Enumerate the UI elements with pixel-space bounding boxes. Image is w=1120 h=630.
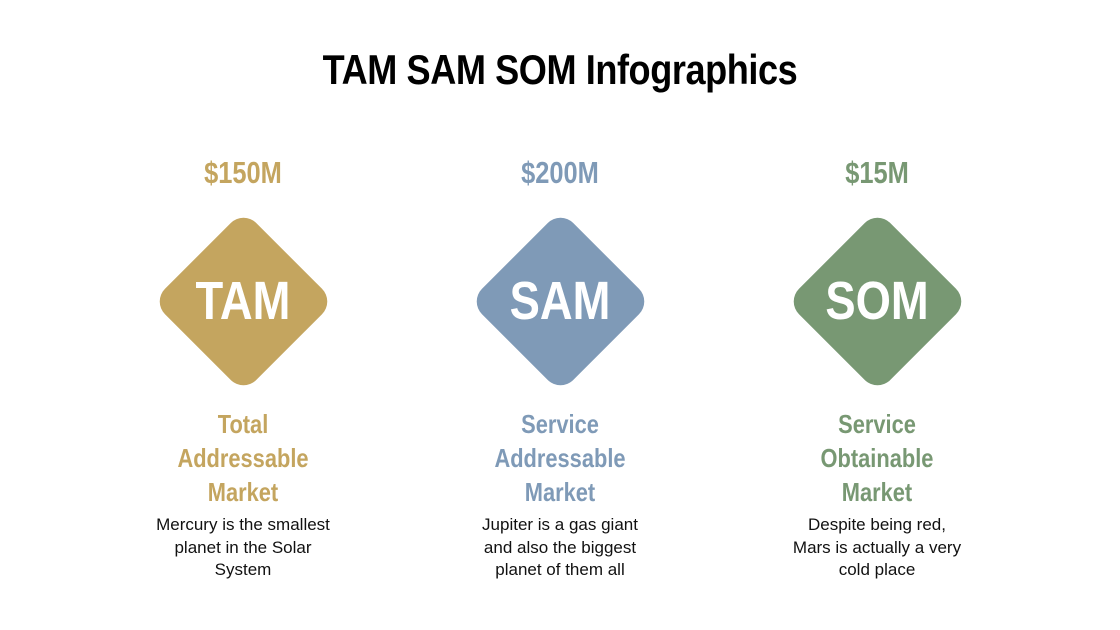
som-diamond: SOM <box>785 209 969 393</box>
sam-description: Jupiter is a gas giant and also the bigg… <box>430 514 690 582</box>
tam-market-title: Total Addressable Market <box>134 407 352 509</box>
sam-title-line: Service <box>521 409 599 439</box>
sam-title-line: Market <box>524 477 596 507</box>
tam-value: $150M <box>204 155 282 190</box>
som-description: Despite being red, Mars is actually a ve… <box>747 514 1007 582</box>
sam-value: $200M <box>521 155 599 190</box>
som-value: $15M <box>845 155 909 190</box>
som-column: $15M SOM Service Obtainable Market Despi… <box>747 0 1007 630</box>
sam-description-line: Jupiter is a gas giant <box>482 515 638 534</box>
som-title-line: Obtainable <box>820 443 934 473</box>
tam-description-line: System <box>214 560 272 579</box>
som-description-line: cold place <box>838 560 916 579</box>
som-market-title: Service Obtainable Market <box>768 407 986 509</box>
sam-diamond: SAM <box>468 209 652 393</box>
sam-title-line: Addressable <box>494 443 626 473</box>
tam-diamond: TAM <box>151 209 335 393</box>
som-title-line: Market <box>841 477 913 507</box>
som-description-line: Mars is actually a very <box>792 537 962 557</box>
tam-description-line: Mercury is the smallest <box>156 515 330 534</box>
tam-description: Mercury is the smallest planet in the So… <box>113 514 373 582</box>
som-title-line: Service <box>838 409 916 439</box>
tam-column: $150M TAM Total Addressable Market Mercu… <box>113 0 373 630</box>
sam-market-title: Service Addressable Market <box>451 407 669 509</box>
sam-description-line: planet of them all <box>495 560 625 579</box>
sam-column: $200M SAM Service Addressable Market Jup… <box>430 0 690 630</box>
tam-title-line: Total <box>217 409 269 439</box>
sam-description-line: and also the biggest <box>483 537 637 557</box>
tam-acronym: TAM <box>195 271 291 331</box>
sam-acronym: SAM <box>509 271 611 331</box>
tam-title-line: Market <box>207 477 279 507</box>
som-description-line: Despite being red, <box>808 515 946 534</box>
som-acronym: SOM <box>825 271 929 331</box>
page-title: TAM SAM SOM Infographics <box>322 46 798 93</box>
tam-description-line: planet in the Solar <box>174 537 312 557</box>
tam-title-line: Addressable <box>177 443 309 473</box>
